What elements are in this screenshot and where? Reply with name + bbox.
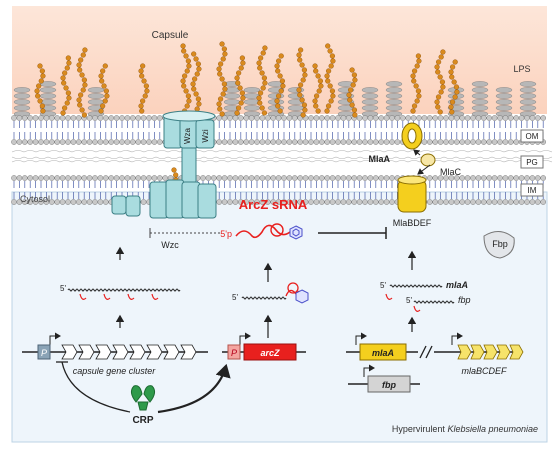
- capsule-gene-cluster: P capsule gene cluster: [22, 332, 208, 376]
- mlaA-protein-label: MlaA: [368, 154, 390, 164]
- arcz-mature-srna: 5'p: [220, 223, 303, 240]
- mla-system: MlaA MlaC MlaBDEF: [368, 122, 462, 228]
- mlaA-gene: [359, 343, 407, 361]
- capsule-label: Capsule: [152, 30, 189, 41]
- svg-text:5': 5': [380, 281, 386, 290]
- svg-text:PG: PG: [526, 158, 538, 167]
- svg-text:P: P: [231, 348, 237, 358]
- svg-text:fbp: fbp: [458, 295, 471, 305]
- fbp-gene: fbp: [348, 364, 420, 393]
- svg-text:mlaA: mlaA: [372, 348, 394, 358]
- svg-text:5': 5': [60, 284, 66, 293]
- om-tag: OM: [520, 129, 544, 143]
- crp-icon: [130, 385, 156, 411]
- organism-label: Hypervirulent Klebsiella pneumoniae: [392, 424, 538, 434]
- arcz-gene: P arcZ: [222, 332, 306, 361]
- svg-text:arcZ: arcZ: [260, 348, 280, 358]
- cytosol-background: [11, 191, 548, 443]
- wza-wzi-channel: Wza Wzi: [162, 110, 216, 189]
- capsule-chains: [34, 41, 460, 208]
- wzc-label: Wzc: [161, 240, 179, 250]
- peptidoglycan-layer: [11, 150, 553, 163]
- cytosol-label: Cytosol: [20, 194, 50, 204]
- wza-label: Wza: [183, 127, 192, 144]
- capsule-promoter: [37, 344, 51, 360]
- hfq-icon: [289, 225, 303, 240]
- fbp-protein: Fbp: [483, 231, 515, 259]
- mlaA-mrna: 5' mlaA: [380, 280, 468, 300]
- capsule-mrna: 5': [60, 284, 181, 300]
- svg-text:Fbp: Fbp: [492, 239, 508, 249]
- crp-to-capsule-inhibition: [61, 361, 131, 413]
- mlaBDEF-label: MlaBDEF: [393, 218, 432, 228]
- svg-text:P: P: [41, 348, 47, 358]
- mla-operon: mlaA mlaBCDEF: [346, 332, 524, 376]
- svg-text:fbp: fbp: [382, 380, 396, 390]
- mlaC-protein: [420, 153, 436, 167]
- im-tag: IM: [520, 183, 544, 197]
- fbp-mrna: 5' fbp: [406, 295, 471, 312]
- lps-label: LPS: [513, 64, 530, 74]
- svg-text:mlaBCDEF: mlaBCDEF: [461, 366, 507, 376]
- svg-text:5': 5': [232, 293, 238, 302]
- expression-arrows: [115, 246, 417, 338]
- wzc-complex: Wzc: [111, 179, 217, 250]
- mlaC-label: MlaC: [440, 167, 462, 177]
- mlaBDEF-complex: [397, 179, 427, 213]
- svg-text:CRP: CRP: [132, 415, 153, 426]
- mlaBCDEF-genes: [457, 344, 524, 360]
- arcz-srna-title: ArcZ sRNA: [239, 197, 308, 212]
- svg-text:mlaA: mlaA: [446, 280, 468, 290]
- outer-membrane: [11, 115, 547, 145]
- pg-tag: PG: [520, 155, 544, 169]
- svg-text:OM: OM: [526, 132, 539, 141]
- wzi-label: Wzi: [201, 129, 210, 143]
- capsule-cluster-label: capsule gene cluster: [73, 366, 157, 376]
- crp-to-arcz-activation: [157, 363, 231, 414]
- svg-text:IM: IM: [528, 186, 537, 195]
- crp-regulator: CRP: [56, 361, 231, 426]
- arcz-precursor-rna: 5': [232, 282, 309, 304]
- svg-text:5'p: 5'p: [220, 229, 232, 239]
- svg-text:5': 5': [406, 296, 412, 305]
